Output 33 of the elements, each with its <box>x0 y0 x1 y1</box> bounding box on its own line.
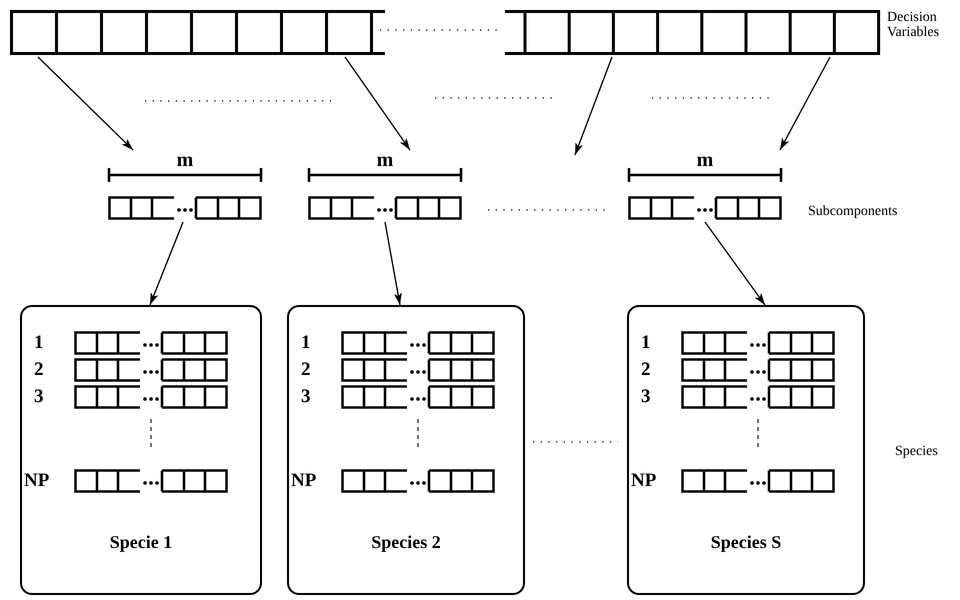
dimension-label: m <box>176 150 194 170</box>
row-number: 3 <box>34 387 44 406</box>
array-drawing <box>505 10 880 55</box>
array-drawing <box>10 10 385 55</box>
species-panel <box>627 305 865 595</box>
row-number: 2 <box>301 360 310 379</box>
arrow <box>704 222 766 306</box>
row-number: 2 <box>34 360 44 379</box>
row-number: NP <box>291 471 316 490</box>
row-number: 1 <box>641 333 650 352</box>
side-label: Species <box>895 444 938 460</box>
arrow <box>779 56 831 150</box>
row-number: 2 <box>641 360 650 379</box>
row-number: 3 <box>301 387 310 406</box>
species-panel <box>20 305 262 595</box>
row-number: NP <box>24 471 50 490</box>
arrow <box>574 56 613 156</box>
arrow <box>344 56 411 150</box>
arrow <box>149 222 184 306</box>
side-label: Subcomponents <box>808 204 898 220</box>
row-number: NP <box>631 471 656 490</box>
species-panel <box>287 305 525 595</box>
row-number: 1 <box>34 333 44 352</box>
dimension-label: m <box>376 150 394 170</box>
row-number: 1 <box>301 333 310 352</box>
dimension-label: m <box>696 150 714 170</box>
arrow <box>38 56 134 150</box>
species-title: Species S <box>710 533 782 551</box>
arrow <box>384 222 402 306</box>
species-title: Species 2 <box>370 533 442 551</box>
side-label: Decision Variables <box>887 10 940 41</box>
species-title: Specie 1 <box>108 533 174 551</box>
row-number: 3 <box>641 387 650 406</box>
